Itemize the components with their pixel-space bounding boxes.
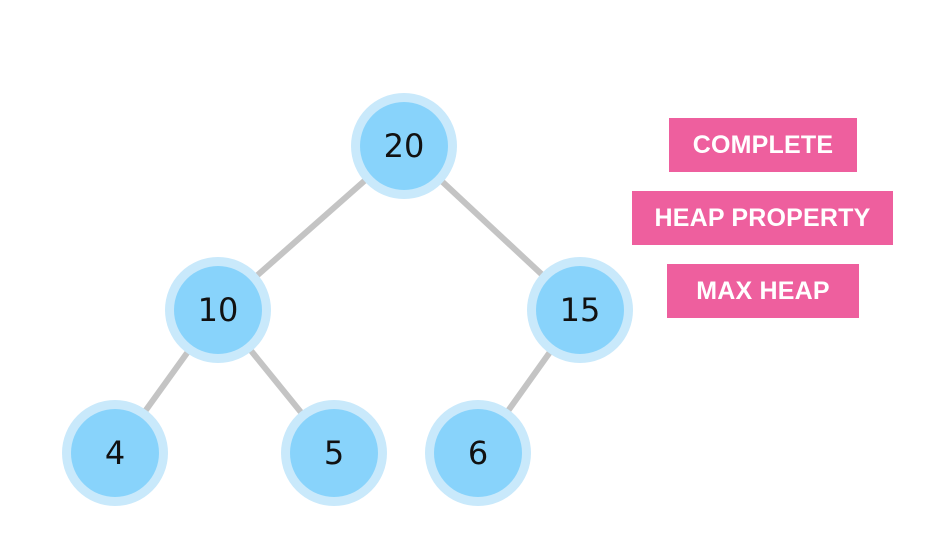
- node-20: 20: [351, 93, 457, 199]
- node-10: 10: [165, 257, 271, 363]
- tag-heap-property-label: HEAP PROPERTY: [654, 203, 871, 232]
- node-4-label: 4: [105, 434, 125, 472]
- node-15-label: 15: [560, 291, 601, 329]
- node-6-label: 6: [468, 434, 488, 472]
- node-6: 6: [425, 400, 531, 506]
- tag-max-heap-label: MAX HEAP: [696, 276, 830, 305]
- node-4: 4: [62, 400, 168, 506]
- node-20-label: 20: [384, 127, 425, 165]
- node-10-label: 10: [198, 291, 239, 329]
- tag-max-heap: MAX HEAP: [667, 264, 859, 318]
- node-5: 5: [281, 400, 387, 506]
- node-5-label: 5: [324, 434, 344, 472]
- tag-heap-property: HEAP PROPERTY: [632, 191, 893, 245]
- node-15: 15: [527, 257, 633, 363]
- tag-complete-label: COMPLETE: [692, 130, 834, 159]
- tag-complete: COMPLETE: [669, 118, 857, 172]
